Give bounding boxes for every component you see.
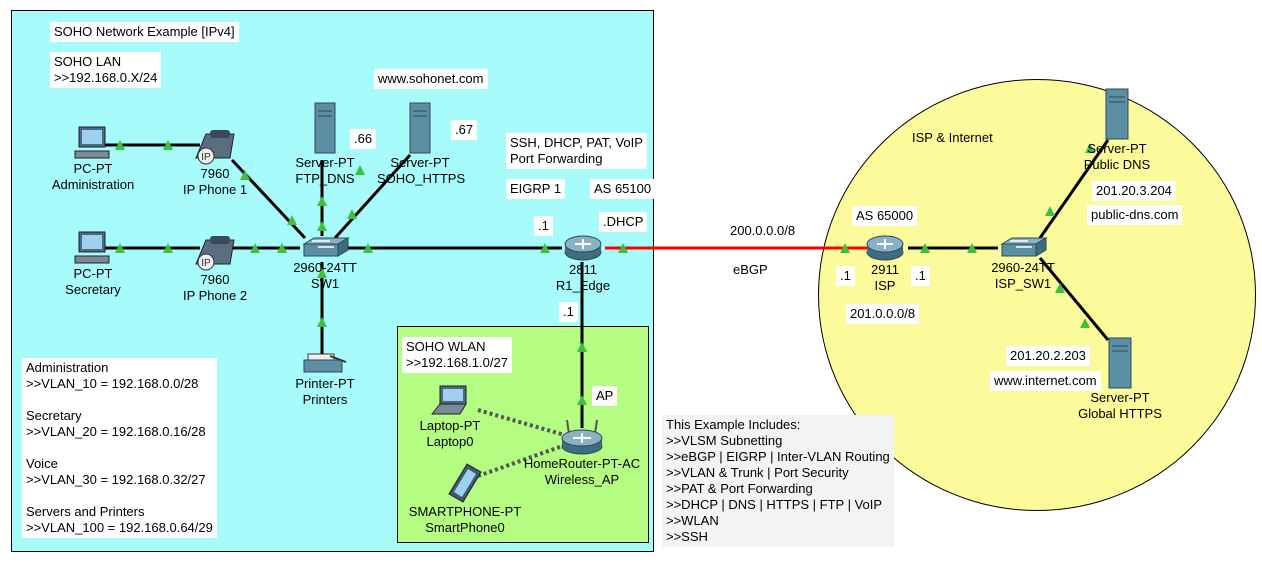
router-icon — [564, 235, 602, 261]
device-name: IP Phone 2 — [182, 288, 248, 303]
device-server-global-https[interactable]: Server-PT Global HTTPS — [1075, 336, 1165, 422]
device-laptop[interactable]: Laptop-PT Laptop0 — [410, 384, 490, 450]
device-name: Wireless_AP — [544, 472, 620, 487]
soho-domain-label: www.sohonet.com — [374, 69, 488, 89]
device-name: ISP — [874, 278, 896, 293]
device-switch-sw1[interactable]: 2960-24TT SW1 — [287, 236, 363, 292]
device-switch-isp-sw1[interactable]: 2960-24TT ISP_SW1 — [983, 236, 1063, 292]
device-name: Printers — [302, 392, 348, 407]
isp-zone-title: ISP & Internet — [912, 130, 993, 145]
link-ispsw-dns — [1038, 139, 1110, 239]
device-name: Global HTTPS — [1078, 406, 1162, 421]
device-model: SMARTPHONE-PT — [408, 504, 522, 519]
lan-title: SOHO Network Example [IPv4] — [50, 22, 239, 42]
device-printer[interactable]: Printer-PT Printers — [287, 352, 363, 408]
device-model: PC-PT — [73, 266, 113, 281]
device-name: Secretary — [65, 282, 121, 297]
printer-icon — [303, 353, 347, 373]
wireless-link-laptop — [477, 408, 569, 438]
link-https-sw1 — [333, 153, 412, 240]
lan-subnet-label: SOHO LAN >>192.168.0.X/24 — [50, 52, 162, 88]
device-model: 2811 — [569, 262, 597, 277]
device-model: Server-PT — [295, 155, 355, 170]
ftp-octet-label: .66 — [350, 129, 377, 149]
device-name: SW1 — [310, 276, 340, 291]
device-smartphone[interactable]: SMARTPHONE-PT SmartPhone0 — [405, 460, 525, 536]
vlan-list: Administration >>VLAN_10 = 192.168.0.0/2… — [22, 358, 217, 538]
device-name: R1_Edge — [555, 278, 611, 293]
r1-services-label: SSH, DHCP, PAT, VoIP Port Forwarding — [506, 133, 647, 169]
device-model: 2911 — [871, 262, 899, 277]
dns-ip-label: 201.20.3.204 — [1092, 181, 1176, 201]
device-ip-phone-1[interactable]: IP 7960 IP Phone 1 — [170, 126, 260, 198]
as-soho-label: AS 65100 — [590, 179, 656, 199]
server-icon — [314, 102, 336, 154]
device-router-r1[interactable]: 2811 R1_Edge — [545, 234, 621, 294]
device-name: FTP_DNS — [295, 171, 355, 186]
isp-wan-ip-label: .1 — [836, 266, 855, 286]
device-name: SmartPhone0 — [425, 520, 505, 535]
r1-wlan-ip-label: .1 — [559, 302, 578, 322]
port-status-indicators — [115, 140, 1095, 405]
device-name: IP Phone 1 — [182, 182, 248, 197]
device-model: 2960-24TT — [991, 260, 1055, 275]
pc-icon — [74, 231, 110, 264]
switch-icon — [1000, 237, 1048, 257]
as-isp-label: AS 65000 — [852, 206, 918, 226]
laptop-icon — [430, 385, 467, 415]
wan-network-label: 200.0.0.0/8 — [730, 223, 796, 238]
device-model: 2960-24TT — [293, 260, 357, 275]
device-server-soho-https[interactable]: Server-PT SOHO_HTTPS — [377, 101, 466, 187]
device-model: HomeRouter-PT-AC — [523, 456, 641, 471]
device-model: Server-PT — [1090, 390, 1150, 405]
wireless-router-icon — [561, 419, 603, 455]
device-name: Laptop0 — [426, 434, 474, 449]
global-name-label: www.internet.com — [990, 371, 1101, 391]
isp-lan-network-label: 201.0.0.0/8 — [846, 304, 920, 324]
ip-phone-icon: IP — [195, 236, 235, 271]
server-icon — [1108, 337, 1132, 389]
device-model: Laptop-PT — [419, 418, 481, 433]
device-pc-secretary[interactable]: PC-PT Secretary — [33, 230, 153, 298]
device-name: SOHO_HTTPS — [377, 171, 466, 186]
device-name: ISP_SW1 — [994, 276, 1052, 291]
pc-icon — [74, 126, 110, 159]
switch-icon — [302, 237, 350, 257]
https-octet-label: .67 — [451, 120, 478, 140]
ap-label: AP — [592, 386, 618, 406]
link-ispsw-global — [1038, 257, 1110, 341]
device-model: Printer-PT — [295, 376, 355, 391]
r1-wan-ip-label: .DHCP — [599, 212, 648, 232]
device-wireless-ap[interactable]: HomeRouter-PT-AC Wireless_AP — [522, 418, 642, 488]
global-ip-label: 201.20.2.203 — [1006, 346, 1090, 366]
device-model: 7960 — [200, 166, 230, 181]
device-model: Server-PT — [1087, 141, 1147, 156]
isp-lan-ip-label: .1 — [911, 266, 930, 286]
r1-lan-ip-label: .1 — [534, 216, 553, 236]
device-model: Server-PT — [390, 155, 450, 170]
ip-phone-icon: IP — [195, 130, 235, 165]
device-server-ftp-dns[interactable]: Server-PT FTP_DNS — [287, 101, 363, 187]
svg-text:IP: IP — [201, 258, 211, 269]
device-server-public-dns[interactable]: Server-PT Public DNS — [1082, 87, 1152, 173]
ebgp-label: eBGP — [733, 262, 768, 277]
svg-text:IP: IP — [201, 152, 211, 163]
server-icon — [1105, 88, 1129, 140]
feature-list: This Example Includes: >>VLSM Subnetting… — [662, 415, 894, 547]
smartphone-icon — [448, 463, 482, 503]
device-name: Public DNS — [1083, 157, 1151, 172]
wlan-subnet-label: SOHO WLAN >>192.168.1.0/27 — [402, 337, 512, 373]
router-icon — [866, 235, 904, 261]
dns-name-label: public-dns.com — [1087, 205, 1183, 225]
eigrp-label: EIGRP 1 — [506, 179, 566, 199]
device-ip-phone-2[interactable]: IP 7960 IP Phone 2 — [170, 232, 260, 304]
wireless-link-smartphone — [477, 442, 569, 478]
device-name: Administration — [51, 177, 135, 192]
server-icon — [409, 102, 431, 154]
device-pc-administration[interactable]: PC-PT Administration — [33, 125, 153, 193]
device-router-isp[interactable]: 2911 ISP — [850, 234, 920, 294]
device-model: PC-PT — [73, 161, 113, 176]
device-model: 7960 — [200, 272, 230, 287]
